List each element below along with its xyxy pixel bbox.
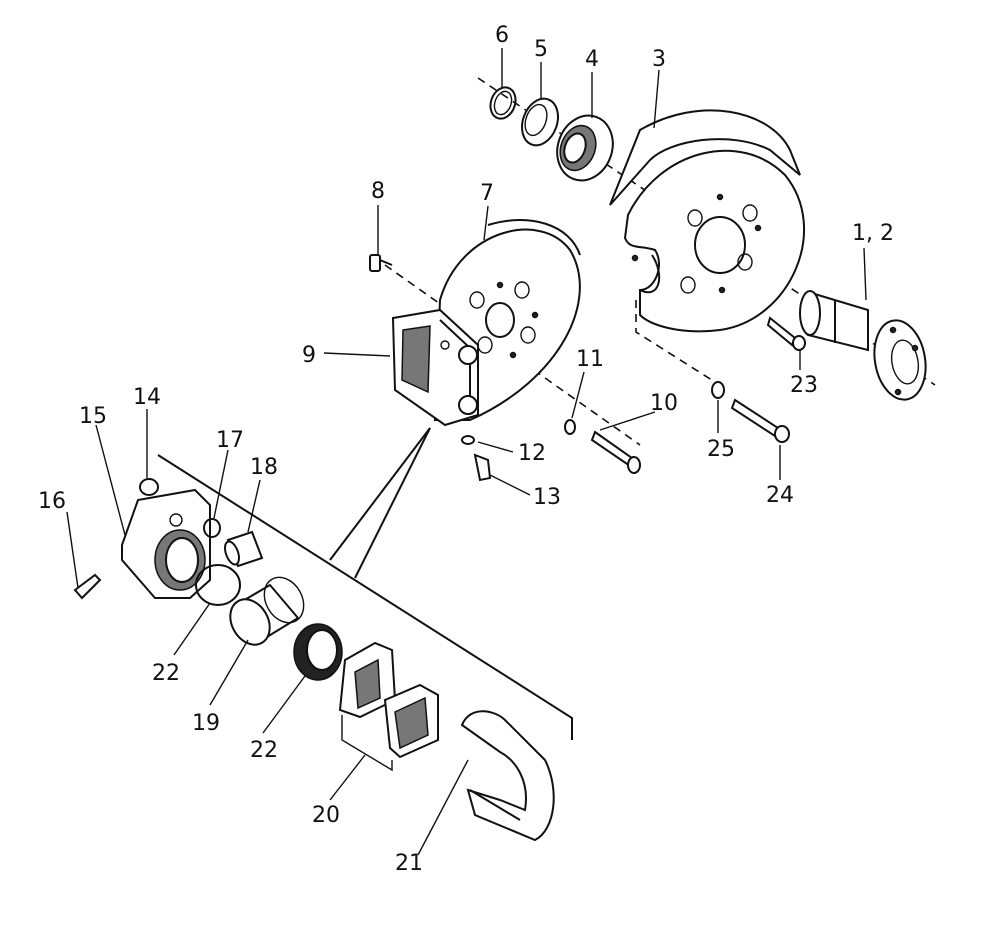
callout-22-seal: 22 bbox=[152, 661, 180, 686]
callout-23: 23 bbox=[790, 373, 818, 398]
hub-bolt-short bbox=[766, 316, 806, 351]
detail-pointer-left bbox=[329, 427, 431, 561]
callout-16: 16 bbox=[38, 489, 66, 514]
hub-washer bbox=[711, 381, 725, 399]
caliper-washer bbox=[564, 419, 576, 435]
caliper-plug bbox=[139, 478, 159, 496]
callout-3: 3 bbox=[652, 47, 666, 72]
callout-14: 14 bbox=[133, 385, 161, 410]
callout-10: 10 bbox=[650, 391, 678, 416]
dust-seal bbox=[293, 623, 343, 681]
callout-4: 4 bbox=[585, 47, 599, 72]
housing-screw bbox=[73, 573, 102, 600]
callout-22-dust-seal: 22 bbox=[250, 738, 278, 763]
bleeder-valve bbox=[473, 453, 492, 482]
callout-1-2: 1, 2 bbox=[852, 221, 894, 246]
snap-ring bbox=[489, 86, 517, 120]
callout-17: 17 bbox=[216, 428, 244, 453]
disc-bolt bbox=[369, 254, 393, 272]
leader-lines bbox=[66, 48, 867, 856]
caliper-bolt bbox=[590, 430, 641, 474]
hub-bolt-long bbox=[730, 398, 790, 443]
axis-line-bolt bbox=[635, 300, 716, 383]
callout-25: 25 bbox=[707, 437, 735, 462]
caliper-housing bbox=[121, 488, 211, 599]
piston-seal bbox=[195, 564, 241, 606]
callout-11: 11 bbox=[576, 347, 604, 372]
callout-19: 19 bbox=[192, 711, 220, 736]
callout-9: 9 bbox=[302, 343, 316, 368]
small-o-ring bbox=[461, 435, 475, 445]
callout-13: 13 bbox=[533, 485, 561, 510]
callout-8: 8 bbox=[371, 179, 385, 204]
callout-12: 12 bbox=[518, 441, 546, 466]
detail-bracket-line bbox=[157, 454, 573, 740]
brake-hub bbox=[609, 109, 805, 333]
callout-21: 21 bbox=[395, 851, 423, 876]
small-seal-ring bbox=[203, 518, 221, 538]
caliper-carrier bbox=[460, 710, 555, 842]
roller-bearing bbox=[556, 114, 614, 182]
callout-24: 24 bbox=[766, 483, 794, 508]
drive-shaft-flange bbox=[799, 290, 927, 401]
detail-pointer-right bbox=[354, 427, 431, 579]
bearing-ring bbox=[521, 97, 559, 147]
callout-5: 5 bbox=[534, 37, 548, 62]
caliper-piston bbox=[229, 576, 305, 646]
guide-pin bbox=[224, 530, 264, 568]
callout-15: 15 bbox=[79, 404, 107, 429]
callout-18: 18 bbox=[250, 455, 278, 480]
callout-20: 20 bbox=[312, 803, 340, 828]
brake-pads bbox=[338, 641, 439, 772]
callout-7: 7 bbox=[480, 181, 494, 206]
brake-caliper bbox=[391, 308, 479, 427]
callout-6: 6 bbox=[495, 23, 509, 48]
